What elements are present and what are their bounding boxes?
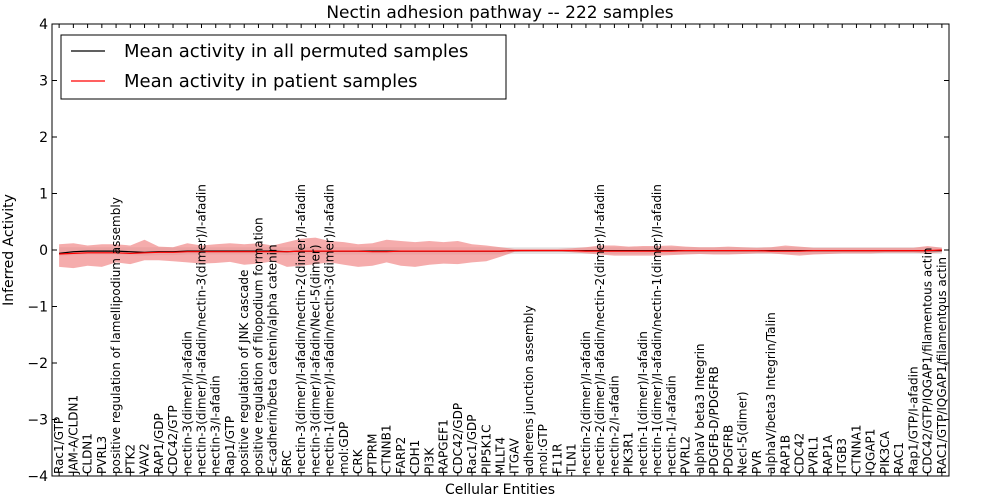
activity-lines — [59, 249, 942, 255]
x-tick-label: nectin-2/I-afadin — [607, 375, 621, 474]
x-tick-label: CLDN1 — [81, 433, 95, 474]
y-tick-label: 0 — [39, 243, 48, 259]
x-tick-label: Rap1/GTP — [223, 416, 237, 474]
x-tick-label: Rac1/GDP — [465, 415, 479, 474]
legend-label: Mean activity in all permuted samples — [124, 41, 468, 62]
y-tick-label: 4 — [39, 17, 48, 33]
x-tick-label: TLN1 — [565, 443, 579, 475]
x-tick-label: VAV2 — [138, 443, 152, 474]
x-tick-label: FARP2 — [394, 437, 408, 474]
band-patient — [59, 237, 942, 269]
x-tick-label: nectin-3/I-afadin — [209, 375, 223, 474]
x-tick-label: RAP1/GDP — [152, 413, 166, 474]
x-tick-label: mol:GTP — [536, 424, 550, 474]
x-tick-label: nectin-2(dimer)/I-afadin/nectin-2(dimer)… — [593, 184, 607, 474]
series-line-patient — [59, 249, 942, 255]
y-axis-label: Inferred Activity — [1, 194, 17, 306]
x-tick-label: F11R — [551, 443, 565, 474]
x-tick-label: nectin-3(dimer)/I-afadin/Necl-5(dimer) — [308, 244, 322, 474]
x-tick-label: positive regulation of lamellipodium ass… — [109, 197, 123, 474]
x-tick-label: CDC42/GTP/IQGAP1/filamentous actin — [921, 248, 935, 474]
x-tick-label: Rac1/GTP — [52, 417, 66, 474]
x-tick-label: nectin-1(dimer)/I-afadin/nectin-1(dimer)… — [650, 184, 664, 474]
x-tick-label: PDGFB-D/PDGFRB — [707, 366, 721, 474]
legend-box — [60, 34, 507, 100]
x-tick-label: PVRL2 — [679, 436, 693, 474]
x-tick-label: ITGAV — [508, 437, 522, 474]
x-tick-label: E-cadherin/beta catenin/alpha catenin — [266, 244, 280, 474]
x-tick-label: positive regulation of filopodium format… — [252, 217, 266, 474]
x-tick-label: CDC42/GTP — [166, 405, 180, 474]
x-tick-label: SRC — [280, 450, 294, 474]
x-tick-label: mol:GDP — [337, 422, 351, 474]
x-tick-label: CDH1 — [408, 440, 422, 474]
y-tick-label: 3 — [39, 74, 48, 90]
x-tick-label: Rap1/GTP/I-afadin — [906, 366, 920, 474]
x-tick-label: nectin-1(dimer)/I-afadin — [636, 331, 650, 474]
x-tick-label: CTNNA1 — [850, 424, 864, 474]
y-tick-label: 1 — [39, 187, 48, 203]
y-tick-label: −2 — [27, 356, 48, 372]
x-tick-label: CDC42 — [793, 433, 807, 474]
x-tick-label: IQGAP1 — [864, 429, 878, 474]
x-tick-label: PIK3R1 — [622, 432, 636, 474]
x-tick-label: RAP1A — [821, 434, 835, 474]
legend-label: Mean activity in patient samples — [124, 71, 418, 92]
x-tick-label: JAM-A/CLDN1 — [66, 395, 80, 475]
x-tick-label: CDC42/GDP — [451, 403, 465, 474]
x-tick-label: MLLT4 — [494, 437, 508, 474]
x-tick-label: PTK2 — [123, 444, 137, 474]
x-tick-label: nectin-3(dimer)/I-afadin/nectin-3(dimer)… — [195, 184, 209, 474]
y-axis: −4 −3 −2 −1 0 1 2 3 4 — [27, 17, 949, 485]
x-tick-label: CRK — [351, 448, 365, 474]
x-tick-label: PTPRM — [365, 434, 379, 475]
x-tick-label: nectin-3(dimer)/I-afadin — [180, 331, 194, 474]
y-tick-label: −4 — [27, 469, 48, 485]
x-tick-label: adherens junction assembly — [522, 305, 536, 474]
x-tick-label: nectin-1(dimer)/I-afadin/nectin-3(dimer)… — [323, 184, 337, 474]
x-tick-label: PVRL3 — [95, 436, 109, 474]
x-tick-label: RAC1 — [892, 442, 906, 474]
x-tick-label: alphaV/beta3 Integrin/Talin — [764, 312, 778, 474]
x-tick-label: RAPGEF1 — [437, 419, 451, 474]
x-tick-label: nectin-2(dimer)/I-afadin — [579, 331, 593, 474]
x-tick-label: RAP1B — [778, 435, 792, 474]
y-tick-label: −3 — [27, 413, 48, 429]
x-tick-label: PVRL1 — [807, 436, 821, 474]
legend: Mean activity in all permuted samplesMea… — [60, 34, 507, 100]
x-tick-label: PI3K — [422, 447, 436, 474]
x-tick-label: CTNNB1 — [380, 424, 394, 474]
x-tick-label: PVR — [750, 450, 764, 474]
x-tick-label: Necl-5(dimer) — [736, 391, 750, 474]
activity-bands — [59, 237, 942, 269]
x-tick-label: nectin-1/I-afadin — [664, 375, 678, 474]
x-tick-label: PIK3CA — [878, 430, 892, 474]
x-tick-label: alphaV beta3 Integrin — [693, 343, 707, 474]
x-tick-label: ITGB3 — [835, 438, 849, 474]
chart-title: Nectin adhesion pathway -- 222 samples — [326, 3, 673, 23]
x-tick-label: PIP5K1C — [479, 424, 493, 474]
x-tick-label: RAC1/GTP/IQGAP1/filamentous actin — [935, 257, 949, 474]
x-tick-label: positive regulation of JNK cascade — [237, 270, 251, 474]
x-tick-label: PDGFRB — [721, 425, 735, 474]
y-tick-label: 2 — [39, 130, 48, 146]
x-axis-label: Cellular Entities — [445, 482, 555, 498]
x-tick-label: nectin-3(dimer)/I-afadin/nectin-2(dimer)… — [294, 184, 308, 474]
y-tick-label: −1 — [27, 300, 48, 316]
